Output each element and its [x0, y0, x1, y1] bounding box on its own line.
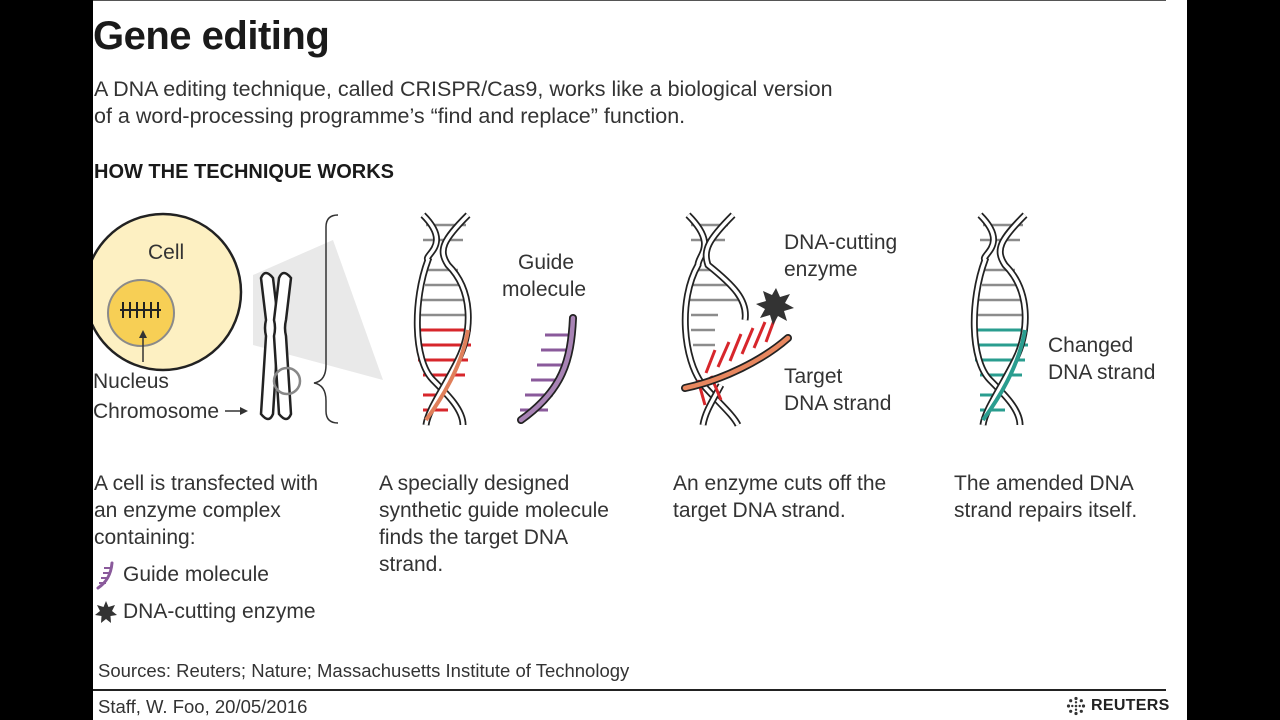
step-2-text: A specially designed synthetic guide mol… — [379, 470, 609, 578]
target-strand-cut — [681, 314, 792, 406]
enzyme-label-line2: enzyme — [784, 258, 858, 281]
step-2-line: strand. — [379, 553, 444, 576]
top-rule — [93, 0, 1166, 1]
step-1-text: A cell is transfected with an enzyme com… — [94, 470, 318, 551]
chromosome-label: Chromosome — [93, 400, 220, 423]
guide-molecule-label-line2: molecule — [502, 278, 587, 301]
section-heading: HOW THE TECHNIQUE WORKS — [94, 161, 394, 183]
enzyme-label-line1: DNA-cutting — [784, 231, 898, 254]
dna-helix-changed — [970, 212, 1029, 426]
reuters-dots-icon — [1066, 696, 1086, 716]
step-2-line: synthetic guide molecule — [379, 499, 609, 522]
nucleus-label: Nucleus — [93, 370, 169, 393]
guide-molecule-icon — [96, 561, 114, 590]
legend-guide-label: Guide molecule — [123, 563, 269, 586]
page-title: Gene editing — [93, 14, 330, 58]
intro-text: A DNA editing technique, called CRISPR/C… — [94, 76, 854, 130]
dna-helix-cut — [681, 212, 749, 427]
changed-label-line1: Changed — [1048, 334, 1134, 357]
step-3-line: target DNA strand. — [673, 499, 846, 522]
dna-cutting-enzyme-star — [756, 288, 794, 325]
step-4-line: The amended DNA — [954, 472, 1134, 495]
step-2-line: finds the target DNA — [379, 526, 569, 549]
legend-dna-cutting-enzyme: DNA-cutting enzyme — [95, 600, 316, 624]
infographic-panel: Gene editing A DNA editing technique, ca… — [93, 0, 1187, 720]
guide-molecule-label-line1: Guide — [518, 251, 575, 274]
target-label-line2: DNA strand — [784, 392, 892, 415]
legend-guide-molecule: Guide molecule — [95, 560, 269, 590]
step-1-line: containing: — [94, 526, 196, 549]
step-3-line: An enzyme cuts off the — [673, 472, 887, 495]
reuters-logo: REUTERS — [1066, 696, 1170, 716]
bottom-rule — [93, 689, 1166, 691]
sources-text: Sources: Reuters; Nature; Massachusetts … — [98, 660, 630, 681]
chromosome-illustration — [225, 214, 339, 424]
step-1-line: A cell is transfected with — [94, 472, 319, 495]
enzyme-star-icon — [95, 601, 117, 623]
intro-line-1: A DNA editing technique, called CRISPR/C… — [94, 77, 833, 101]
step-1-line: an enzyme complex — [94, 499, 281, 522]
step-4-line: strand repairs itself. — [954, 499, 1138, 522]
cell-illustration — [93, 212, 383, 380]
cell-label: Cell — [148, 241, 185, 264]
target-label-line1: Target — [784, 365, 843, 388]
intro-line-2: of a word-processing programme’s “find a… — [94, 104, 686, 128]
diagram-illustrations — [93, 212, 1029, 427]
legend-enzyme-label: DNA-cutting enzyme — [123, 600, 316, 623]
dna-helix-target — [413, 212, 472, 426]
guide-molecule-illustration — [517, 314, 577, 424]
step-4-text: The amended DNA strand repairs itself. — [954, 470, 1137, 524]
brand-name: REUTERS — [1091, 697, 1170, 714]
step-2-line: A specially designed — [379, 472, 570, 495]
credit-text: Staff, W. Foo, 20/05/2016 — [98, 696, 308, 717]
changed-label-line2: DNA strand — [1048, 361, 1156, 384]
step-3-text: An enzyme cuts off the target DNA strand… — [673, 470, 886, 524]
